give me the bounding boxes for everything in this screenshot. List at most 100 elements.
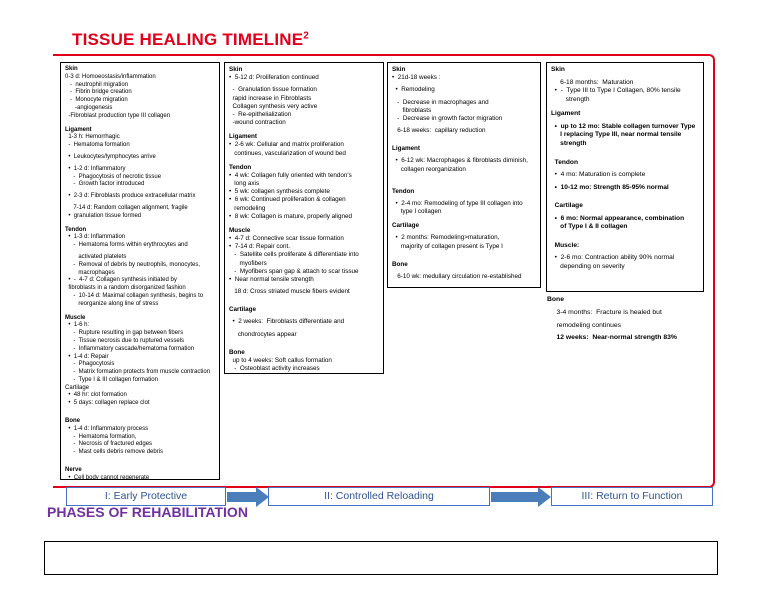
timeline-line: 18 d: Cross striated muscle fibers evide… bbox=[229, 288, 350, 296]
timeline-line: • 4-7 d: Connective scar tissue formatio… bbox=[229, 235, 344, 243]
timeline-line: • 6-12 wk: Macrophages & fibroblasts dim… bbox=[392, 157, 528, 165]
timeline-line: • 1-4 d: Repair bbox=[65, 353, 109, 360]
timeline-line: rapid increase in Fibroblasts bbox=[229, 94, 312, 102]
timeline-line: • 5 wk: collagen synthesis complete bbox=[229, 188, 330, 196]
timeline-line: 12 weeks: Near-normal strength 83% bbox=[547, 334, 677, 342]
timeline-line: of Type I & II collagen bbox=[551, 223, 628, 231]
timeline-line: - 10-14 d: Maximal collagen synthesis, b… bbox=[65, 292, 204, 299]
timeline-line: - Rupture resulting in gap between fiber… bbox=[65, 330, 184, 337]
timeline-line: - Monocyte migration bbox=[65, 97, 128, 104]
timeline-line: - Growth factor introduced bbox=[65, 181, 145, 188]
section-heading: Cartilage bbox=[551, 202, 583, 210]
timeline-line: • 2-4 mo: Remodeling of type III collage… bbox=[392, 199, 523, 207]
timeline-line: - Type I & III collagen formation bbox=[65, 376, 158, 383]
timeline-line: • 1-3 d: Inflammation bbox=[65, 234, 126, 241]
timeline-line: depending on severity bbox=[551, 263, 625, 270]
timeline-line: majority of collagen present is Type I bbox=[392, 242, 503, 250]
section-heading: Ligament bbox=[65, 126, 92, 133]
section-heading: Bone bbox=[547, 296, 564, 303]
timeline-line: reorganize along line of stress bbox=[65, 300, 159, 307]
section-heading: Muscle bbox=[229, 226, 251, 234]
column-maturation: Skin 6-18 months: Maturation • - Type II… bbox=[546, 62, 704, 292]
timeline-line: • 8 wk: Collagen is mature, properly ali… bbox=[229, 212, 352, 220]
timeline-line: - Cartilage layer covers fracture site bbox=[229, 373, 379, 374]
timeline-line: long axis bbox=[229, 180, 260, 188]
section-heading: Bone bbox=[392, 260, 408, 268]
timeline-line: • 4 wk: Collagen fully oriented with ten… bbox=[229, 171, 352, 179]
timeline-line: • 2-3 d: Fibroblasts produce extracellul… bbox=[65, 193, 196, 200]
section-heading: Bone bbox=[229, 348, 245, 356]
timeline-line: - Decrease in growth factor migration bbox=[392, 114, 503, 122]
timeline-line: - Re-epithelialization bbox=[229, 110, 292, 118]
column-proliferation: Skin• 5-12 d: Proliferation continued - … bbox=[224, 62, 384, 374]
phase-controlled-reloading: II: Controlled Reloading bbox=[268, 487, 490, 506]
timeline-line: - Granulation tissue formation bbox=[229, 86, 317, 94]
timeline-line: - Hematoma formation, bbox=[65, 433, 137, 440]
timeline-line: • Cell body cannot regenerate bbox=[65, 474, 150, 480]
timeline-line bbox=[392, 135, 536, 139]
phase-early-protective: I: Early Protective bbox=[66, 487, 226, 506]
section-heading: Ligament bbox=[229, 133, 257, 141]
timeline-line: • 2 months: Remodeling>maturation, bbox=[392, 234, 500, 242]
timeline-line: • - Type III to Type I Collagen, 80% ten… bbox=[551, 87, 681, 95]
timeline-line: 6-18 weeks: capillary reduction bbox=[392, 127, 486, 135]
timeline-line: -wound contraction bbox=[229, 119, 286, 127]
timeline-line bbox=[392, 178, 536, 182]
timeline-line: up to 4 weeks: Soft callus formation bbox=[229, 356, 332, 364]
arrow-right-icon bbox=[491, 487, 551, 507]
timeline-line bbox=[551, 232, 699, 236]
timeline-line: activated platelets bbox=[65, 253, 127, 260]
timeline-line: macrophages bbox=[65, 269, 115, 276]
timeline-line: • 4 mo: Maturation is complete bbox=[551, 171, 646, 179]
timeline-line: 0-3 d: Homoeostasis/inflammation bbox=[65, 73, 156, 80]
timeline-line bbox=[65, 408, 215, 412]
timeline-line: • Leukocytes/lymphocytes arrive bbox=[65, 153, 156, 160]
timeline-line: • 1-6 h: bbox=[65, 322, 90, 329]
timeline-line: 1-3 h: Hemorrhagic bbox=[65, 134, 120, 141]
timeline-line: • 7-14 d: Repair cont. bbox=[229, 243, 291, 251]
section-heading: Ligament bbox=[392, 145, 420, 153]
timeline-line: strength bbox=[551, 139, 587, 147]
timeline-line bbox=[65, 457, 215, 461]
column-remodeling: Skin• 21d-18 weeks : • Remodeling - Decr… bbox=[387, 62, 541, 288]
column-maturation-bone: Bone 3-4 months: Fracture is healed but … bbox=[547, 296, 707, 343]
notes-box[interactable] bbox=[44, 541, 718, 575]
section-heading: Muscle: bbox=[551, 241, 580, 249]
section-heading: Tendon bbox=[229, 163, 252, 171]
page-title: TISSUE HEALING TIMELINE2 bbox=[72, 30, 310, 49]
timeline-line: - Removal of debris by neutrophils, mono… bbox=[65, 261, 201, 268]
timeline-line: - Myofibers span gap & attach to scar ti… bbox=[229, 267, 359, 275]
timeline-line: collagen reorganization bbox=[392, 165, 466, 173]
timeline-line: - Phagocytosis bbox=[65, 361, 115, 368]
timeline-line: - Fibrin bridge creation bbox=[65, 89, 132, 96]
section-heading: Skin bbox=[551, 66, 565, 73]
timeline-line: - Necrosis of fractured edges bbox=[65, 441, 153, 448]
section-heading: Bone bbox=[65, 418, 80, 425]
section-heading: Muscle bbox=[65, 314, 86, 321]
timeline-line: - Phagocytosis of necrotic tissue bbox=[65, 173, 162, 180]
section-heading: Tendon bbox=[65, 226, 87, 233]
section-heading: Tendon bbox=[392, 187, 415, 195]
section-heading: Cartilage bbox=[229, 306, 256, 314]
timeline-line: strength bbox=[551, 95, 590, 103]
timeline-line: 6-18 months: Maturation bbox=[551, 78, 634, 86]
timeline-line: • granulation tissue formed bbox=[65, 212, 142, 219]
timeline-line: • Remodeling bbox=[392, 86, 435, 94]
timeline-line: remodeling continues bbox=[547, 321, 622, 329]
timeline-line: • 21d-18 weeks : bbox=[392, 74, 441, 82]
timeline-line: - Osteoblast activity increases bbox=[229, 365, 320, 373]
timeline-line: • 6 wk: Continued proliferation & collag… bbox=[229, 196, 346, 204]
timeline-line: - Hematoma formation bbox=[65, 142, 130, 149]
section-heading: Skin bbox=[392, 66, 406, 73]
timeline-line: • 2-6 wk: Cellular and matrix proliferat… bbox=[229, 141, 344, 149]
timeline-line: -angiogenesis bbox=[65, 104, 113, 111]
arrow-right-icon bbox=[227, 487, 269, 507]
timeline-line: Collagen synthesis very active bbox=[229, 102, 318, 110]
timeline-line: myofibers bbox=[229, 259, 267, 267]
timeline-line: - Decrease in macrophages and bbox=[392, 98, 489, 106]
timeline-line: I replacing Type III, near normal tensil… bbox=[551, 131, 682, 139]
timeline-line: • 1-2 d: Inflammatory bbox=[65, 165, 126, 172]
timeline-line: • 10-12 mo: Strength 85-95% normal bbox=[551, 183, 669, 191]
timeline-line: 7-14 d: Random collagen alignment, fragi… bbox=[65, 204, 188, 211]
